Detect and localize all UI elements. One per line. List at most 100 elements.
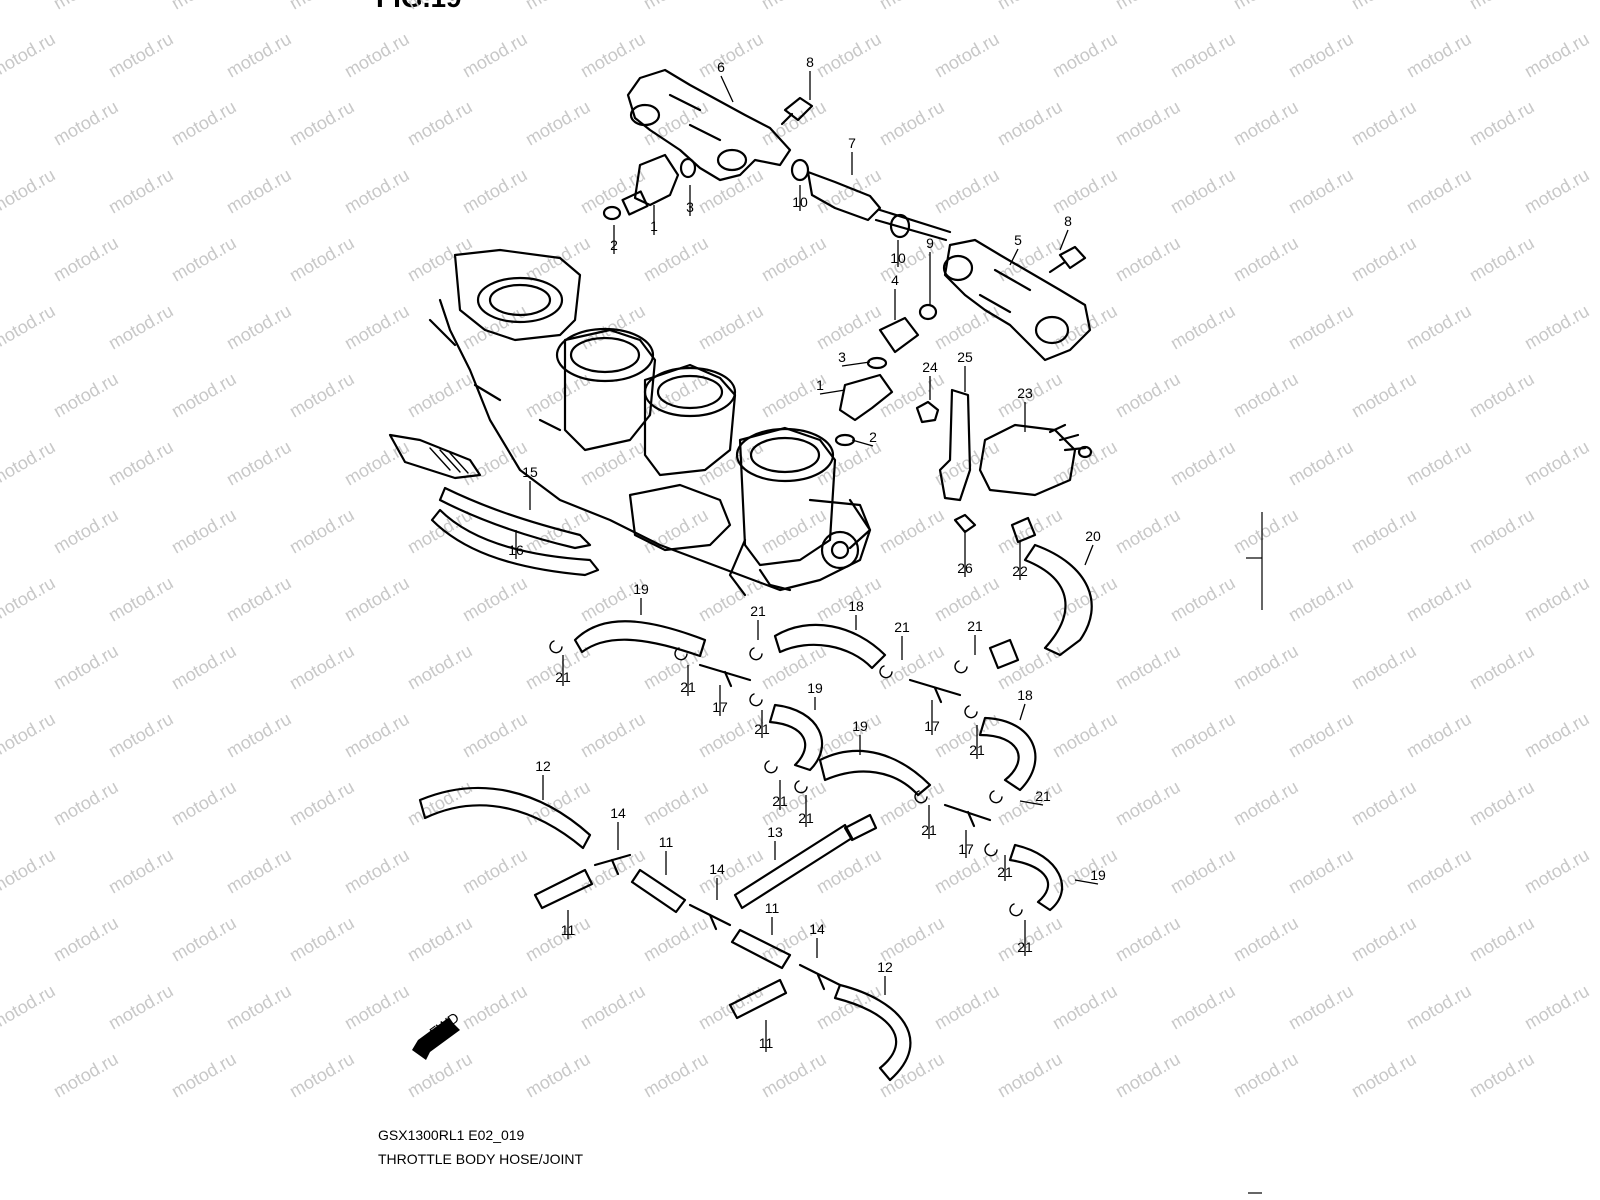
watermark-text: motod.ru bbox=[105, 573, 177, 626]
watermark-text: motod.ru bbox=[695, 301, 767, 354]
watermark-text: motod.ru bbox=[1112, 1049, 1184, 1102]
callout-21: 21 bbox=[969, 742, 985, 758]
watermark-text: motod.ru bbox=[813, 845, 885, 898]
hose-20 bbox=[988, 543, 1093, 670]
hose-19b bbox=[768, 703, 823, 772]
watermark-text: motod.ru bbox=[1167, 437, 1239, 490]
watermark-text: motod.ru bbox=[1466, 1049, 1538, 1102]
watermark-text: motod.ru bbox=[1348, 369, 1420, 422]
watermark-text: motod.ru bbox=[459, 709, 531, 762]
watermark-text: motod.ru bbox=[1285, 981, 1357, 1034]
hose-19c bbox=[818, 749, 932, 797]
watermark-text: motod.ru bbox=[931, 29, 1003, 82]
watermark-text: motod.ru bbox=[1167, 709, 1239, 762]
watermark-text: motod.ru bbox=[1049, 165, 1121, 218]
watermark-text: motod.ru bbox=[105, 981, 177, 1034]
watermark-text: motod.ru bbox=[286, 0, 358, 13]
watermark-text: motod.ru bbox=[1466, 505, 1538, 558]
callout-13: 13 bbox=[767, 824, 783, 840]
watermark-text: motod.ru bbox=[286, 913, 358, 966]
watermark-text: motod.ru bbox=[1230, 913, 1302, 966]
hose-11c bbox=[730, 928, 792, 970]
callout-24: 24 bbox=[922, 359, 938, 375]
watermark-text: motod.ru bbox=[695, 845, 767, 898]
watermark-text: motod.ru bbox=[105, 165, 177, 218]
callout-19: 19 bbox=[852, 718, 868, 734]
watermark-text: motod.ru bbox=[1348, 233, 1420, 286]
callout-2: 2 bbox=[610, 237, 618, 253]
watermark-text: motod.ru bbox=[459, 845, 531, 898]
watermark-text: motod.ru bbox=[1112, 233, 1184, 286]
hose-clamp bbox=[749, 647, 763, 661]
watermark-text: motod.ru bbox=[758, 1049, 830, 1102]
hose-clamp bbox=[879, 665, 893, 679]
watermark-text: motod.ru bbox=[105, 845, 177, 898]
watermark-text: motod.ru bbox=[341, 845, 413, 898]
watermark-text: motod.ru bbox=[223, 29, 295, 82]
watermark-text: motod.ru bbox=[522, 233, 594, 286]
callout-21: 21 bbox=[798, 810, 814, 826]
watermark-text: motod.ru bbox=[286, 233, 358, 286]
margin-marks bbox=[1246, 512, 1263, 1194]
watermark-text: motod.ru bbox=[223, 301, 295, 354]
watermark-text: motod.ru bbox=[640, 1049, 712, 1102]
watermark-text: motod.ru bbox=[1348, 913, 1420, 966]
watermark-text: motod.ru bbox=[105, 301, 177, 354]
watermark-text: motod.ru bbox=[50, 913, 122, 966]
watermark-text: motod.ru bbox=[1403, 29, 1475, 82]
watermark-text: motod.ru bbox=[341, 709, 413, 762]
figure-label: FIG.19 bbox=[376, 0, 462, 14]
watermark-text: motod.ru bbox=[577, 29, 649, 82]
watermark-text: motod.ru bbox=[1466, 369, 1538, 422]
watermark-text: motod.ru bbox=[223, 981, 295, 1034]
throttle-body-assembly bbox=[388, 248, 872, 597]
callout-21: 21 bbox=[750, 603, 766, 619]
watermark-text: motod.ru bbox=[1466, 0, 1538, 13]
watermark-text: motod.ru bbox=[459, 981, 531, 1034]
watermark-text: motod.ru bbox=[695, 29, 767, 82]
watermark-text: motod.ru bbox=[1521, 437, 1593, 490]
watermark-text: motod.ru bbox=[341, 165, 413, 218]
watermark-text: motod.ru bbox=[404, 1049, 476, 1102]
watermark-text: motod.ru bbox=[1230, 641, 1302, 694]
hose-19d bbox=[1008, 843, 1063, 912]
joint-branch bbox=[610, 858, 620, 876]
watermark-text: motod.ru bbox=[1230, 1049, 1302, 1102]
callout-9: 9 bbox=[926, 235, 934, 251]
watermark-text: motod.ru bbox=[1403, 165, 1475, 218]
watermark-text: motod.ru bbox=[1348, 505, 1420, 558]
hose-clamp bbox=[954, 660, 968, 674]
callout-21: 21 bbox=[772, 793, 788, 809]
watermark-text: motod.ru bbox=[522, 641, 594, 694]
watermark-text: motod.ru bbox=[341, 437, 413, 490]
hose-clamp bbox=[794, 780, 808, 794]
watermark-text: motod.ru bbox=[1403, 709, 1475, 762]
watermark-text: motod.ru bbox=[1112, 0, 1184, 13]
watermark-text: motod.ru bbox=[1348, 777, 1420, 830]
watermark-text: motod.ru bbox=[105, 709, 177, 762]
callout-19: 19 bbox=[633, 581, 649, 597]
fwd-arrow: FWD bbox=[412, 1009, 462, 1060]
watermark-text: motod.ru bbox=[50, 369, 122, 422]
watermark-text: motod.ru bbox=[876, 97, 948, 150]
watermark-text: motod.ru bbox=[105, 29, 177, 82]
watermark-text: motod.ru bbox=[1285, 437, 1357, 490]
watermark-text: motod.ru bbox=[286, 777, 358, 830]
watermark-text: motod.ru bbox=[404, 233, 476, 286]
callout-23: 23 bbox=[1017, 385, 1033, 401]
hose-clamp bbox=[1009, 903, 1023, 917]
watermark-text: motod.ru bbox=[1285, 709, 1357, 762]
callout-16: 16 bbox=[508, 542, 524, 558]
leader-line bbox=[1059, 229, 1069, 251]
watermark-text: motod.ru bbox=[931, 165, 1003, 218]
watermark-text: motod.ru bbox=[404, 913, 476, 966]
fuel-rail-lower bbox=[942, 238, 1092, 362]
watermark-text: motod.ru bbox=[168, 913, 240, 966]
watermark-text: motod.ru bbox=[1230, 777, 1302, 830]
watermark-text: motod.ru bbox=[1167, 573, 1239, 626]
hose-clamp bbox=[914, 790, 928, 804]
callout-1: 1 bbox=[816, 377, 824, 393]
watermark-text: motod.ru bbox=[522, 97, 594, 150]
watermark-text: motod.ru bbox=[1167, 29, 1239, 82]
